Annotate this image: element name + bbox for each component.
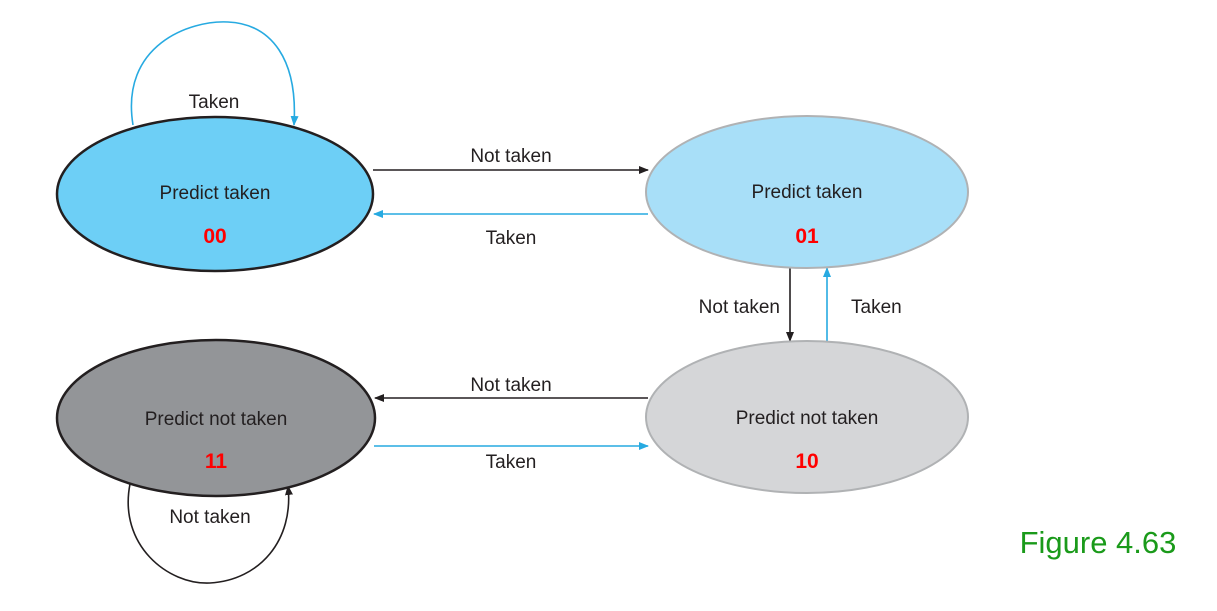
state-11-code: 11 [205, 450, 228, 473]
transition-label-00-01: Not taken [470, 146, 551, 167]
transition-label-10-01: Taken [851, 297, 902, 318]
state-01-ellipse [645, 115, 969, 269]
transition-label-11-11: Not taken [169, 507, 250, 528]
state-10-label: Predict not taken [736, 408, 879, 429]
state-00-ellipse [55, 115, 375, 273]
state-10: Predict not taken 10 [645, 340, 969, 494]
transition-label-10-11: Not taken [470, 375, 551, 396]
transition-label-00-00: Taken [189, 92, 240, 113]
state-01-code: 01 [795, 225, 819, 248]
state-00-code: 00 [203, 225, 226, 248]
state-10-ellipse [645, 340, 969, 494]
state-11-label: Predict not taken [145, 409, 288, 430]
figure-label: Figure 4.63 [1020, 525, 1177, 560]
transition-label-01-00: Taken [486, 228, 537, 249]
state-00: Predict taken 00 [55, 115, 375, 273]
state-10-code: 10 [795, 450, 818, 473]
transition-label-11-10: Taken [486, 452, 537, 473]
self-loop-11-not-taken-arrow [127, 483, 293, 584]
self-loop-00-taken-arrow [130, 21, 299, 126]
transition-label-01-10: Not taken [699, 297, 780, 318]
state-00-label: Predict taken [160, 183, 271, 204]
state-11-ellipse [55, 338, 377, 498]
state-01: Predict taken 01 [645, 115, 969, 269]
state-11: Predict not taken 11 [55, 338, 377, 498]
state-01-label: Predict taken [752, 182, 863, 203]
